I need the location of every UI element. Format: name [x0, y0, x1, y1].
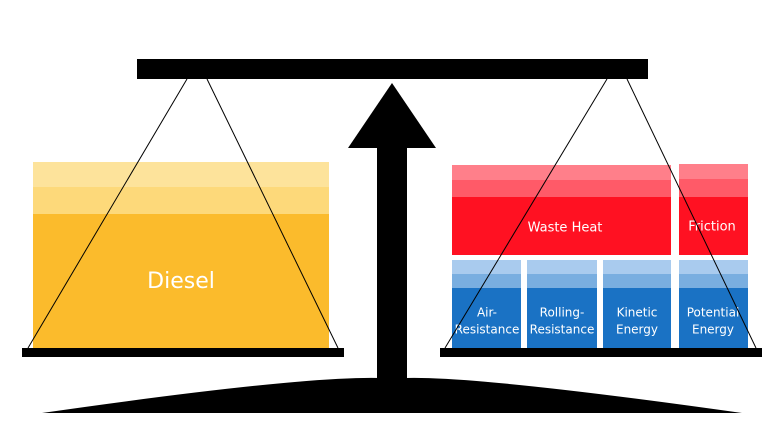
potential-energy-label-line2: Energy	[692, 323, 734, 337]
kinetic-energy-label-line1: Kinetic	[617, 306, 658, 320]
diesel-label: Diesel	[147, 269, 215, 294]
right-string-inner	[626, 78, 757, 349]
kinetic-energy-highlight-top	[603, 260, 671, 274]
rolling-resistance-highlight-mid	[527, 274, 597, 288]
potential-energy-highlight-mid	[679, 274, 748, 288]
right-pan-content: Waste Heat Friction Air- Resistance Roll…	[452, 164, 748, 348]
diesel-highlight-mid	[33, 187, 329, 214]
waste-heat-highlight-top	[452, 165, 671, 180]
air-resistance-label-line1: Air-	[477, 306, 497, 320]
scale-arrow-head	[348, 83, 436, 148]
waste-heat-highlight-mid	[452, 180, 671, 197]
potential-energy-label-line1: Potential	[687, 306, 740, 320]
scale-beam	[137, 59, 648, 79]
waste-heat-label: Waste Heat	[528, 221, 603, 236]
friction-highlight-top	[679, 164, 748, 179]
air-resistance-highlight-mid	[452, 274, 521, 288]
left-string-outer	[27, 78, 188, 349]
rolling-resistance-label-line2: Resistance	[530, 323, 595, 337]
diesel-highlight-top	[33, 162, 329, 187]
friction-highlight-mid	[679, 179, 748, 197]
kinetic-energy-highlight-mid	[603, 274, 671, 288]
scale-base	[42, 377, 742, 413]
right-pan	[440, 348, 762, 357]
air-resistance-highlight-top	[452, 260, 521, 274]
left-string-inner	[206, 78, 339, 349]
left-pan	[22, 348, 344, 357]
left-pan-content: Diesel	[33, 162, 329, 348]
air-resistance-label-line2: Resistance	[455, 323, 520, 337]
rolling-resistance-highlight-top	[527, 260, 597, 274]
scale-post	[377, 140, 407, 383]
kinetic-energy-label-line2: Energy	[616, 323, 658, 337]
suspension-strings	[27, 78, 757, 349]
right-string-outer	[444, 78, 608, 349]
rolling-resistance-label-line1: Rolling-	[540, 306, 585, 320]
potential-energy-highlight-top	[679, 260, 748, 274]
